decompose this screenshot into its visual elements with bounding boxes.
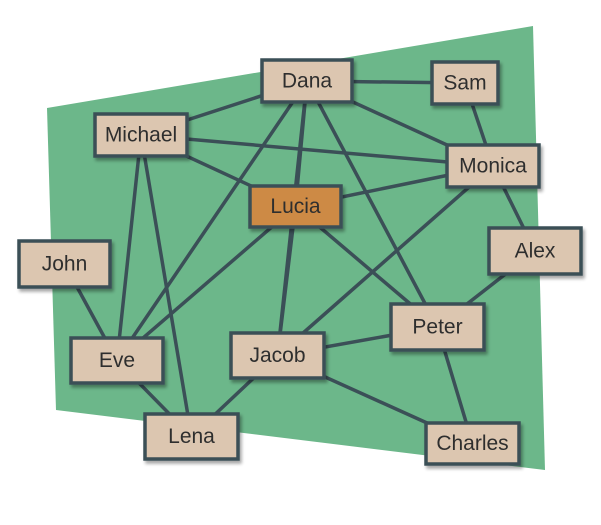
node-box	[389, 302, 486, 352]
edge-lucia-eve	[115, 204, 298, 363]
node-label: Charles	[436, 432, 508, 455]
node-charles: Charles	[424, 421, 521, 466]
edge-dana-eve	[115, 79, 309, 363]
node-sam: Sam	[430, 60, 500, 106]
edge-michael-monica	[139, 133, 495, 168]
node-box	[248, 184, 343, 229]
edge-dana-peter	[305, 79, 440, 329]
node-dana: Dana	[260, 58, 354, 104]
node-box	[445, 143, 541, 189]
node-box	[229, 331, 326, 380]
node-michael: Michael	[93, 112, 189, 158]
edge-michael-eve	[115, 133, 143, 363]
node-label: Michael	[105, 124, 177, 147]
node-label: Monica	[459, 155, 527, 178]
node-alex: Alex	[487, 226, 583, 276]
edge-monica-jacob	[275, 164, 495, 358]
node-lena: Lena	[143, 412, 240, 461]
node-label: Lena	[168, 425, 215, 448]
node-monica: Monica	[445, 143, 541, 189]
node-eve: Eve	[69, 336, 165, 385]
node-box	[93, 112, 189, 158]
node-box	[17, 239, 112, 289]
node-label: Jacob	[249, 344, 305, 367]
edge-lucia-jacob	[275, 204, 298, 358]
node-john: John	[17, 239, 112, 289]
node-box	[143, 412, 240, 461]
node-jacob: Jacob	[229, 331, 326, 380]
node-lucia: Lucia	[248, 184, 343, 229]
node-label: Lucia	[270, 195, 321, 218]
edge-michael-lena	[139, 133, 194, 439]
node-label: John	[42, 253, 88, 276]
node-label: Dana	[282, 70, 333, 93]
node-label: Eve	[99, 349, 135, 372]
node-box	[260, 58, 354, 104]
node-label: Alex	[515, 240, 556, 263]
node-box	[487, 226, 583, 276]
node-box	[430, 60, 500, 106]
node-label: Sam	[443, 72, 486, 95]
node-box	[424, 421, 521, 466]
node-label: Peter	[412, 316, 462, 339]
node-box	[69, 336, 165, 385]
node-peter: Peter	[389, 302, 486, 352]
